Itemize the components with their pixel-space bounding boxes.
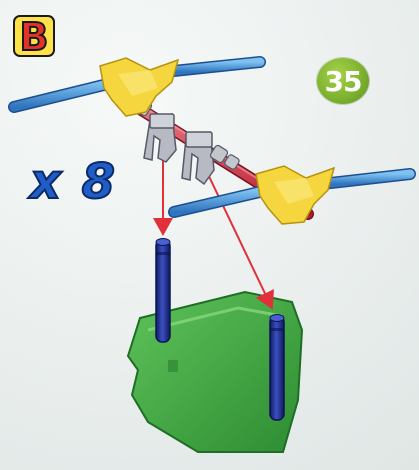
insertion-arrows (163, 150, 271, 306)
blue-rod-upper-right (164, 62, 260, 72)
navy-rod-right (270, 315, 284, 421)
yellow-connector-lower (256, 166, 334, 224)
navy-rod-left (156, 239, 170, 343)
blue-rod-lower-left (174, 190, 268, 212)
gray-clip-right (182, 132, 214, 184)
blue-rod-upper-left (14, 82, 116, 107)
yellow-connector-upper (100, 58, 178, 116)
blue-rod-lower-right (322, 174, 410, 184)
